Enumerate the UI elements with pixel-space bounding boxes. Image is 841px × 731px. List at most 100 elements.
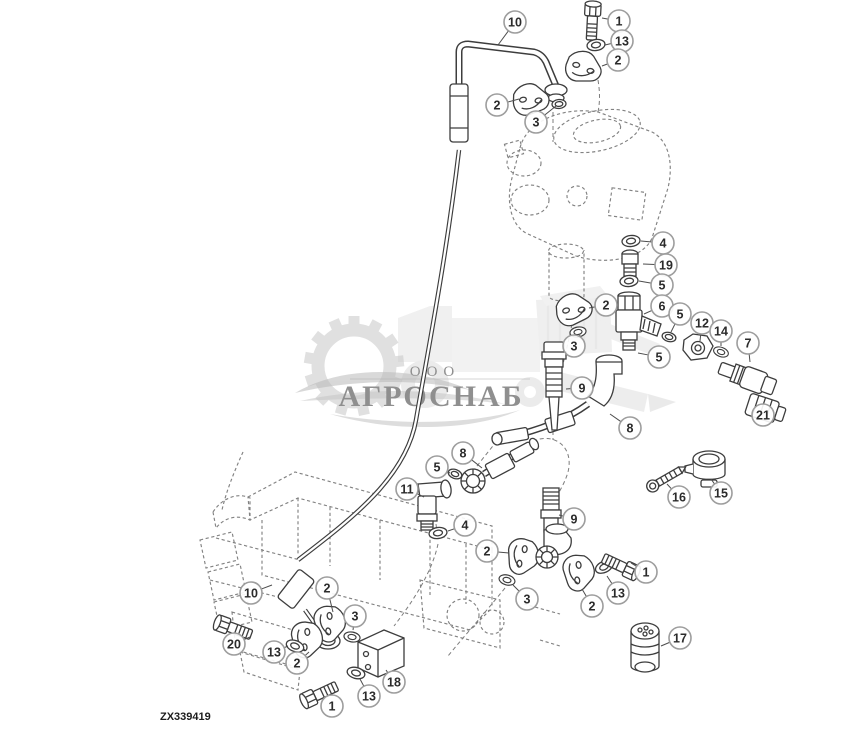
- callout-number: 15: [714, 487, 728, 501]
- callout-number: 10: [244, 587, 258, 601]
- part-washer-5-upper: [618, 273, 640, 289]
- part-sensor-9-mid: [541, 341, 567, 431]
- callout-1: 1: [630, 560, 658, 584]
- watermark-company-name: АГРОСНАБ: [338, 380, 523, 413]
- callout-number: 2: [615, 54, 622, 68]
- callout-leader: [630, 562, 637, 567]
- callout-10: 10: [239, 581, 273, 605]
- callout-2: 2: [315, 576, 339, 613]
- callout-circle: [709, 481, 733, 505]
- callout-number: 3: [571, 340, 578, 354]
- callout-leader: [637, 352, 649, 356]
- callout-number: 5: [656, 351, 663, 365]
- callout-number: 19: [659, 259, 673, 273]
- callout-5: 5: [638, 273, 674, 297]
- callout-5: 5: [668, 302, 692, 333]
- callout-circle: [382, 670, 406, 694]
- callout-2: 2: [580, 588, 604, 618]
- callout-leader: [710, 478, 716, 485]
- callout-number: 9: [579, 382, 586, 396]
- callout-circle: [618, 416, 642, 440]
- callout-number: 5: [434, 461, 441, 475]
- callout-number: 2: [294, 657, 301, 671]
- callout-leader: [471, 459, 483, 469]
- callout-leader: [609, 413, 622, 423]
- callout-leader: [497, 30, 509, 46]
- part-pipe-10: [277, 40, 568, 650]
- callout-circle: [594, 293, 618, 317]
- callout-circle: [222, 632, 246, 656]
- callout-3: 3: [524, 105, 557, 134]
- watermark-wheat-swoosh: [295, 371, 520, 428]
- callout-circle: [320, 694, 344, 718]
- callout-13: 13: [606, 575, 630, 605]
- part-bolt-1-top: [582, 0, 602, 42]
- valve-body-outline: [503, 108, 671, 302]
- part-clamp-2-topright: [563, 48, 605, 85]
- callout-leader: [261, 584, 273, 590]
- part-oring-14: [711, 344, 731, 360]
- callout-number: 2: [324, 582, 331, 596]
- callout-leader: [604, 43, 612, 46]
- callout-circle: [606, 581, 630, 605]
- callout-number: 2: [494, 99, 501, 113]
- callout-circle: [357, 684, 381, 708]
- callout-9: 9: [558, 507, 586, 531]
- callout-leader: [416, 493, 425, 498]
- part-hose-8-center: [460, 437, 540, 494]
- callout-number: 13: [362, 690, 376, 704]
- callout-1: 1: [601, 9, 631, 33]
- callout-leader: [544, 105, 557, 116]
- callout-circle: [343, 604, 367, 628]
- callout-leader: [497, 551, 510, 554]
- callout-circle: [647, 345, 671, 369]
- callout-number: 3: [533, 116, 540, 130]
- callout-circle: [315, 576, 339, 600]
- callout-number: 9: [571, 513, 578, 527]
- callout-circle: [239, 581, 263, 605]
- callout-circle: [667, 485, 691, 509]
- callout-number: 13: [615, 35, 629, 49]
- callout-21: 21: [751, 403, 775, 427]
- callout-8: 8: [451, 441, 483, 469]
- callout-circle: [570, 376, 594, 400]
- callout-number: 20: [227, 638, 241, 652]
- callout-circle: [395, 477, 419, 501]
- callout-number: 13: [611, 587, 625, 601]
- callout-2: 2: [588, 293, 618, 317]
- callout-circle: [751, 403, 775, 427]
- callout-number: 7: [745, 337, 752, 351]
- part-bracket-box-18: [357, 629, 405, 678]
- callout-2: 2: [475, 539, 510, 563]
- callout-circle: [562, 507, 586, 531]
- callout-12: 12: [690, 311, 714, 342]
- callout-13: 13: [262, 640, 289, 664]
- part-connector-17: [630, 622, 660, 673]
- callout-leader: [359, 678, 365, 687]
- callout-number: 18: [387, 676, 401, 690]
- callout-circle: [668, 302, 692, 326]
- callout-leader: [660, 641, 671, 647]
- callout-circle: [475, 539, 499, 563]
- callout-number: 16: [672, 491, 686, 505]
- part-clamp-2-bc-right: [560, 551, 598, 594]
- callout-circle: [503, 10, 527, 34]
- callout-5: 5: [637, 345, 671, 369]
- callout-5: 5: [425, 455, 451, 479]
- callout-number: 12: [695, 317, 709, 331]
- callout-9: 9: [565, 376, 594, 400]
- callout-circle: [634, 560, 658, 584]
- callout-number: 4: [462, 519, 469, 533]
- callout-circle: [285, 651, 309, 675]
- callout-circle: [425, 455, 449, 479]
- callout-leader: [447, 528, 455, 532]
- callout-circle: [524, 110, 548, 134]
- callout-leader: [512, 584, 520, 592]
- part-valve-15: [684, 450, 726, 488]
- callout-circle: [562, 334, 586, 358]
- callout-number: 10: [508, 16, 522, 30]
- callout-number: 3: [524, 593, 531, 607]
- part-oring-5-side: [660, 330, 678, 344]
